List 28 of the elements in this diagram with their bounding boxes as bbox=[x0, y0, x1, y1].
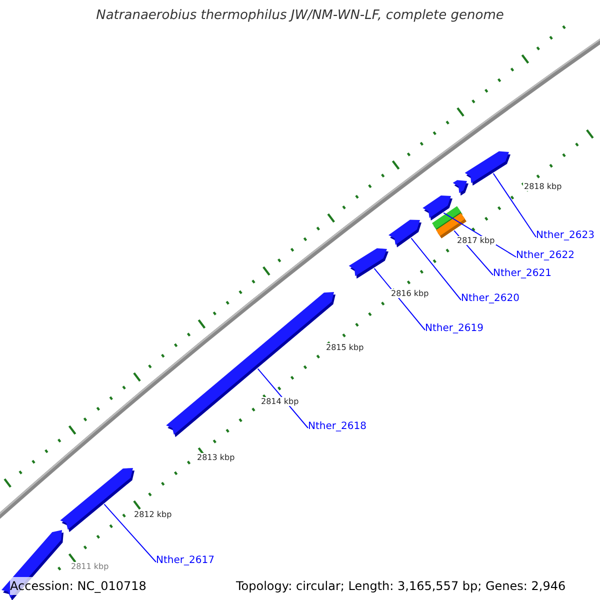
title: Natranaerobius thermophilus JW/NM-WN-LF, complete genome bbox=[95, 8, 505, 23]
gene-label: Nther_2622 bbox=[516, 250, 574, 261]
gene-label: Nther_2620 bbox=[461, 293, 520, 304]
leader-line bbox=[492, 172, 536, 238]
tick-label: 2817 kbp bbox=[456, 236, 496, 245]
gene-label: Nther_2623 bbox=[536, 230, 594, 241]
tick-label: 2814 kbp bbox=[260, 397, 300, 406]
gene-label: Nther_2621 bbox=[493, 268, 552, 279]
tick-label: 2813 kbp bbox=[196, 453, 236, 462]
tick-label: 2811 kbp bbox=[70, 562, 110, 571]
gene-feature bbox=[348, 248, 388, 279]
tick-label: 2818 kbp bbox=[523, 182, 563, 191]
tick-label: 2816 kbp bbox=[390, 289, 430, 298]
gene-feature bbox=[464, 151, 510, 186]
gene-feature bbox=[388, 220, 422, 248]
gene-label: Nther_2619 bbox=[425, 323, 484, 334]
gene-bar bbox=[436, 213, 466, 238]
tick-label: 2812 kbp bbox=[133, 510, 173, 519]
tick-label: 2815 kbp bbox=[325, 343, 365, 352]
gene-label: Nther_2617 bbox=[156, 555, 214, 566]
gene-feature bbox=[452, 180, 468, 196]
gene-feature bbox=[60, 468, 134, 532]
footer-text: Accession: NC_010718 bbox=[10, 577, 146, 595]
leader-line bbox=[257, 368, 308, 428]
leader-line bbox=[104, 504, 156, 562]
gene-label: Nther_2618 bbox=[308, 421, 366, 432]
leader-line bbox=[374, 268, 426, 330]
leader-line bbox=[410, 238, 462, 300]
